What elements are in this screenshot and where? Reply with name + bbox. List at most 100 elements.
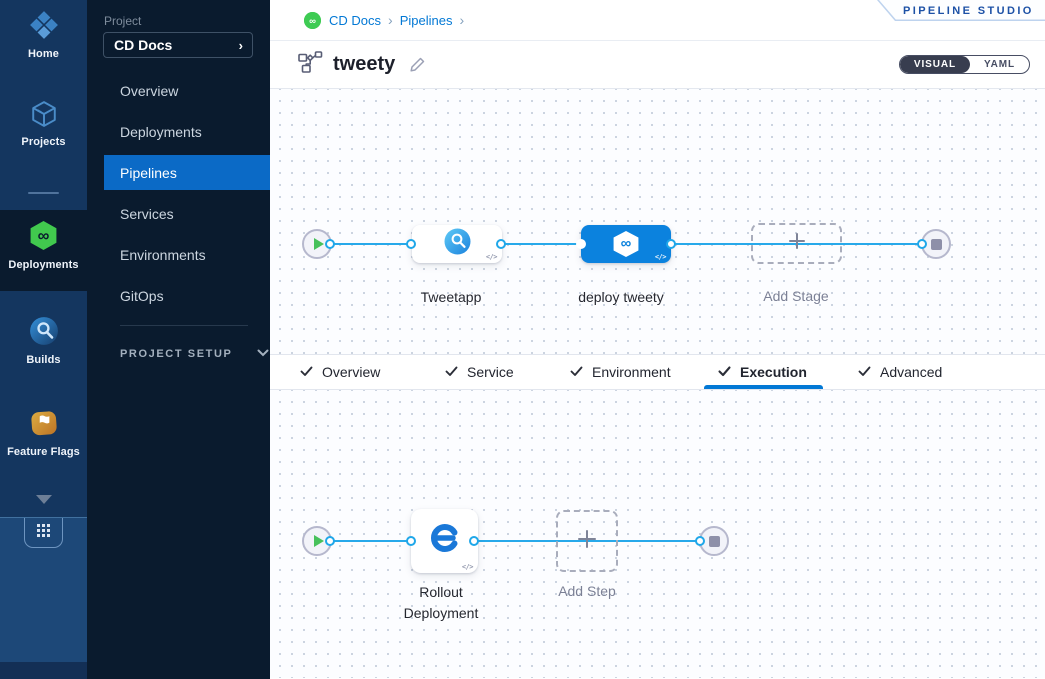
play-icon	[313, 238, 324, 250]
connector-dot	[496, 239, 506, 249]
tab-environment[interactable]: Environment	[570, 355, 671, 389]
execution-canvas[interactable]: Rollout Deployment Add Step	[270, 390, 1045, 678]
connector-dot	[666, 239, 676, 249]
tab-advanced[interactable]: Advanced	[858, 355, 942, 389]
grid-icon	[37, 523, 50, 542]
connector-dot	[406, 536, 416, 546]
rail-item-deployments[interactable]: ∞ Deployments	[0, 220, 87, 271]
pipeline-title-bar: tweety VISUAL YAML	[270, 41, 1045, 89]
module-rail: Home Projects ∞ Deployments	[0, 0, 87, 679]
rail-item-label: Home	[28, 48, 59, 60]
add-stage-button[interactable]	[751, 223, 842, 264]
stage-canvas[interactable]: ∞ Tweetapp deploy tweety Add S	[270, 89, 1045, 354]
rail-item-label: Builds	[26, 354, 61, 366]
connector-dot	[469, 536, 479, 546]
toggle-yaml-button[interactable]: YAML	[983, 59, 1015, 70]
project-section-label: Project	[104, 14, 142, 28]
connector-dot	[325, 536, 335, 546]
rail-bottom-strip	[0, 662, 87, 679]
rail-item-label: Projects	[21, 136, 66, 148]
tab-overview[interactable]: Overview	[300, 355, 380, 389]
tab-label: Overview	[322, 364, 381, 380]
stage-card-tweetapp[interactable]	[412, 225, 502, 263]
check-icon	[718, 364, 731, 380]
pipeline-studio-badge-label: PIPELINE STUDIO	[877, 0, 1045, 21]
active-tab-underline	[704, 385, 823, 389]
rail-divider	[28, 192, 59, 194]
step-card-rollout-deployment[interactable]	[411, 509, 478, 573]
tab-service[interactable]: Service	[445, 355, 514, 389]
project-setup-toggle[interactable]: PROJECT SETUP	[120, 348, 269, 360]
check-icon	[858, 364, 871, 380]
sidebar-item-deployments[interactable]: Deployments	[120, 123, 202, 140]
connector-dot	[576, 239, 586, 249]
deployments-cd-icon: ∞	[28, 220, 59, 251]
stop-icon	[930, 238, 942, 250]
code-icon	[462, 563, 473, 571]
plus-icon	[577, 529, 597, 554]
sidebar-item-pipelines[interactable]: Pipelines	[104, 155, 270, 190]
tab-execution[interactable]: Execution	[718, 355, 807, 389]
sidebar-item-services[interactable]: Services	[120, 205, 174, 222]
connector-line	[325, 540, 705, 542]
play-icon	[313, 535, 324, 547]
rail-lower-section	[0, 517, 87, 679]
tab-label: Execution	[740, 364, 807, 380]
project-selector-value: CD Docs	[114, 37, 173, 53]
sidebar-divider	[120, 325, 248, 326]
toggle-visual-button[interactable]: VISUAL	[899, 56, 970, 73]
breadcrumb-separator-icon	[388, 12, 393, 28]
rail-item-home[interactable]: Home	[0, 10, 87, 60]
connector-dot	[406, 239, 416, 249]
svg-text:∞: ∞	[38, 226, 50, 245]
add-stage-label: Add Stage	[763, 288, 829, 304]
rail-item-projects[interactable]: Projects	[0, 100, 87, 148]
rail-item-feature-flags[interactable]: Feature Flags	[0, 408, 87, 458]
tab-label: Advanced	[880, 364, 943, 380]
pipeline-studio-badge: PIPELINE STUDIO	[877, 0, 1045, 21]
stop-icon	[708, 535, 720, 547]
project-sidebar: Project CD Docs Overview Deployments Pip…	[87, 0, 270, 679]
builds-ci-icon	[29, 316, 59, 346]
chevron-right-icon	[239, 38, 252, 53]
tab-label: Service	[467, 364, 514, 380]
breadcrumb-project-link[interactable]: CD Docs	[329, 12, 382, 28]
tab-label: Environment	[592, 364, 671, 380]
breadcrumb-separator-icon	[459, 12, 464, 28]
rail-item-builds[interactable]: Builds	[0, 316, 87, 366]
rollout-deployment-icon	[429, 523, 461, 560]
app-grid-button[interactable]	[24, 518, 63, 548]
deploy-stage-icon	[444, 228, 471, 260]
rail-item-label: Deployments	[8, 259, 79, 271]
connector-dot	[325, 239, 335, 249]
project-selector[interactable]: CD Docs	[103, 32, 253, 58]
feature-flags-icon	[29, 408, 59, 438]
plus-icon	[788, 232, 806, 255]
more-modules-chevron-icon[interactable]	[36, 495, 52, 504]
sidebar-item-environments[interactable]: Environments	[120, 246, 206, 263]
breadcrumb-pipelines-link[interactable]: Pipelines	[399, 12, 453, 28]
harness-stage-icon: ∞	[613, 231, 639, 257]
add-step-label: Add Step	[558, 583, 616, 599]
rail-item-label: Feature Flags	[7, 446, 80, 458]
add-step-button[interactable]	[556, 510, 618, 572]
page-title: tweety	[333, 53, 396, 75]
cd-module-icon: ∞	[304, 11, 321, 29]
sidebar-item-gitops[interactable]: GitOps	[120, 287, 164, 304]
stage-name-label: deploy tweety	[578, 289, 664, 305]
project-setup-label: PROJECT SETUP	[120, 348, 233, 360]
sidebar-item-overview[interactable]: Overview	[120, 82, 179, 99]
chevron-down-icon	[257, 348, 269, 360]
main-content: PIPELINE STUDIO ∞ CD Docs Pipelines	[270, 0, 1045, 679]
svg-text:∞: ∞	[309, 16, 316, 27]
edit-pencil-icon[interactable]	[409, 56, 426, 73]
connector-dot	[695, 536, 705, 546]
check-icon	[300, 364, 313, 380]
check-icon	[570, 364, 583, 380]
stage-config-tabs: Overview Service Environment Execution A…	[270, 354, 1045, 390]
project-menu: Overview Deployments Pipelines Services …	[104, 70, 270, 316]
code-icon	[486, 253, 497, 261]
pipeline-icon	[298, 50, 323, 79]
stage-card-deploy-tweety[interactable]: ∞	[581, 225, 671, 263]
